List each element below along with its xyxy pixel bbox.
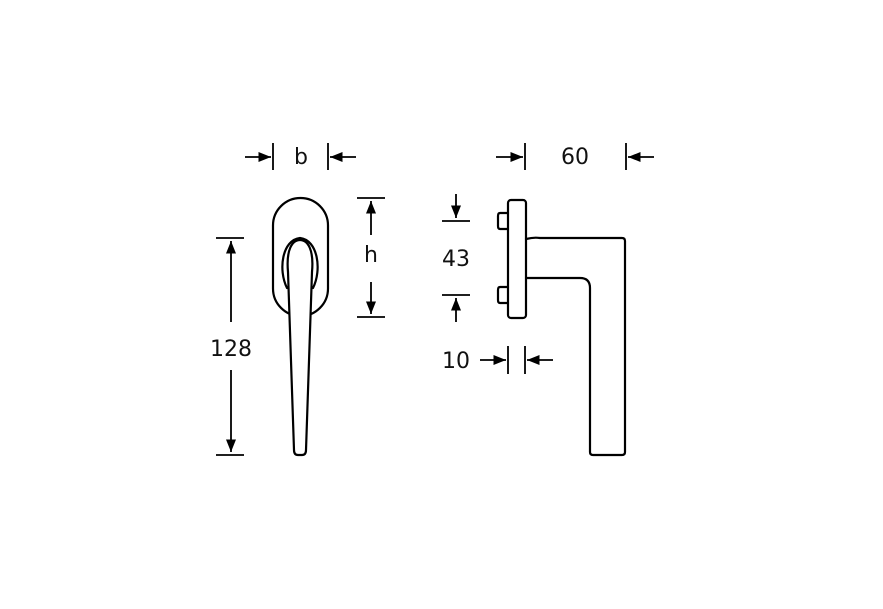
dimension-43: 43 (442, 194, 470, 322)
side-view: 60 43 10 (442, 143, 654, 457)
side-lever-outline (524, 236, 627, 457)
dimension-10: 10 (442, 346, 553, 374)
dimension-128-label: 128 (210, 337, 252, 362)
dimension-b-label: b (294, 145, 308, 170)
front-lever-outline (286, 238, 314, 457)
front-view: b h 128 (210, 143, 385, 457)
dimension-h-label: h (364, 243, 378, 268)
dimension-b: b (245, 143, 356, 170)
side-rose-plate (506, 198, 528, 320)
dimension-43-label: 43 (442, 247, 470, 272)
dimension-10-label: 10 (442, 349, 470, 374)
dimension-60: 60 (496, 143, 654, 170)
side-upper-pin (496, 211, 510, 231)
dimension-60-label: 60 (561, 145, 589, 170)
side-lower-pin (496, 285, 510, 305)
dimension-128: 128 (210, 237, 252, 456)
dimension-h: h (357, 197, 385, 318)
front-collar-outline (281, 236, 319, 290)
